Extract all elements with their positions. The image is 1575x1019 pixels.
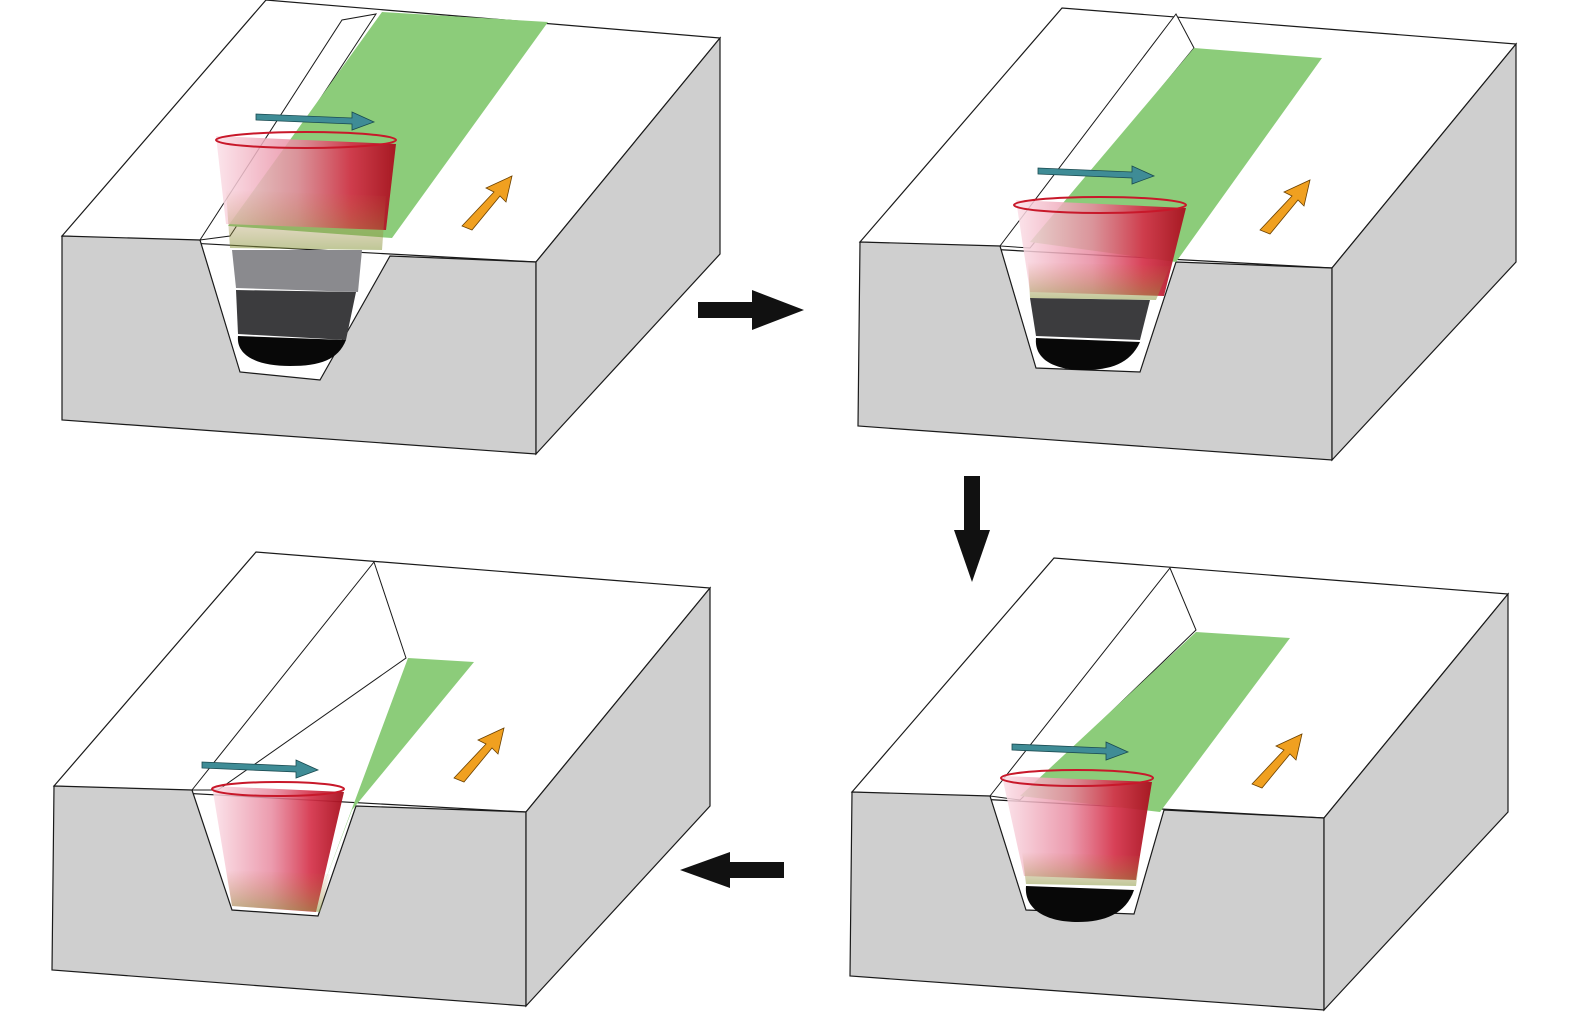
process-step-arrow-icon [698, 290, 804, 330]
block-front-face [61, 235, 537, 455]
weld-track [318, 658, 474, 900]
panel-bottom-left [51, 551, 712, 1008]
laser-top-ring [215, 131, 397, 149]
block-front-face [849, 791, 1325, 1011]
block-right-face [1323, 592, 1509, 1012]
scan-direction-arrow-icon [255, 111, 376, 131]
scan-direction-arrow-icon [1011, 741, 1130, 761]
panel-top-left [60, 0, 722, 456]
weld-layer-1 [1035, 338, 1140, 370]
process-step-arrow-icon [954, 476, 990, 582]
block-right-face [1331, 42, 1517, 462]
laser-focus-zone [1028, 262, 1170, 300]
travel-direction-arrow-icon [1259, 179, 1311, 235]
process-step-arrow-icon [680, 852, 784, 888]
weld-layer-2 [236, 290, 356, 340]
weld-layer-1 [237, 336, 346, 366]
travel-direction-arrow-icon [453, 727, 505, 783]
travel-direction-arrow-icon [461, 175, 513, 231]
scan-direction-arrow-icon [1037, 165, 1156, 185]
block-right-face [535, 36, 721, 456]
weld-layer-1 [1025, 886, 1134, 922]
block-right-face [525, 586, 711, 1008]
laser-focus-zone [226, 190, 386, 250]
panel-bottom-right [849, 557, 1510, 1012]
laser-top-ring [1013, 196, 1187, 214]
weld-layer-3 [232, 250, 362, 292]
block-front-face [51, 785, 527, 1007]
travel-direction-arrow-icon [1251, 733, 1303, 789]
laser-focus-zone [226, 870, 330, 912]
laser-focus-zone [1022, 852, 1140, 886]
laser-top-ring [1000, 769, 1154, 787]
laser-top-ring [211, 781, 345, 797]
weld-layer-2 [1030, 298, 1150, 340]
weld-track [1020, 632, 1290, 812]
panel-top-right [857, 7, 1518, 462]
scan-direction-arrow-icon [201, 759, 320, 779]
groove-left-wall [190, 560, 407, 791]
